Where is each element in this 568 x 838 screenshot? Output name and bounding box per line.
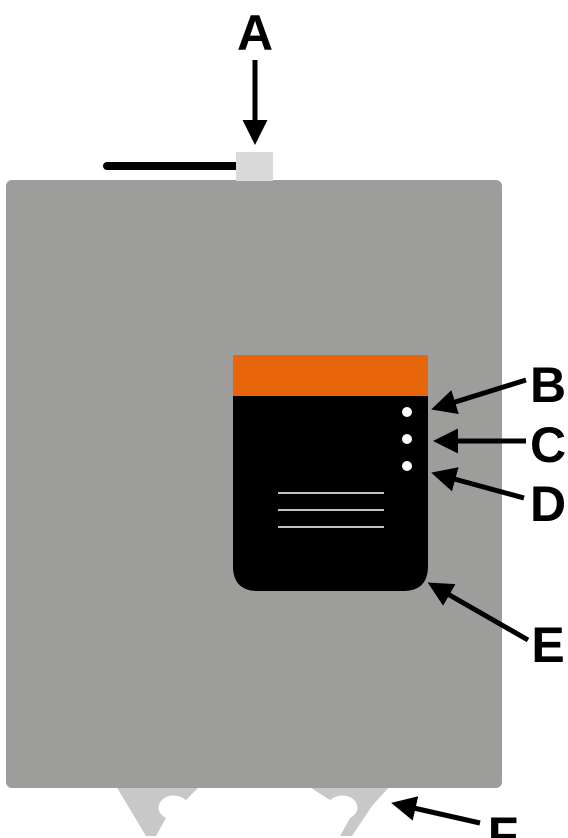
indicator-c: [402, 434, 412, 444]
arrow-b: [431, 377, 527, 414]
label-f: F: [488, 807, 519, 838]
label-b: B: [530, 357, 566, 413]
indicator-b: [402, 407, 412, 417]
front-panel: [233, 390, 428, 591]
arrow-e: [427, 582, 530, 643]
top-connector: [236, 152, 273, 181]
front-panel-header: [233, 355, 428, 396]
indicator-d: [402, 461, 412, 471]
arrow-f: [391, 796, 481, 826]
mounting-clip-right: [308, 786, 390, 836]
label-e: E: [531, 617, 564, 673]
label-c: C: [530, 417, 566, 473]
mounting-clip-left: [116, 786, 200, 836]
label-a: A: [237, 5, 273, 61]
arrow-d: [431, 467, 525, 501]
label-d: D: [530, 476, 566, 532]
